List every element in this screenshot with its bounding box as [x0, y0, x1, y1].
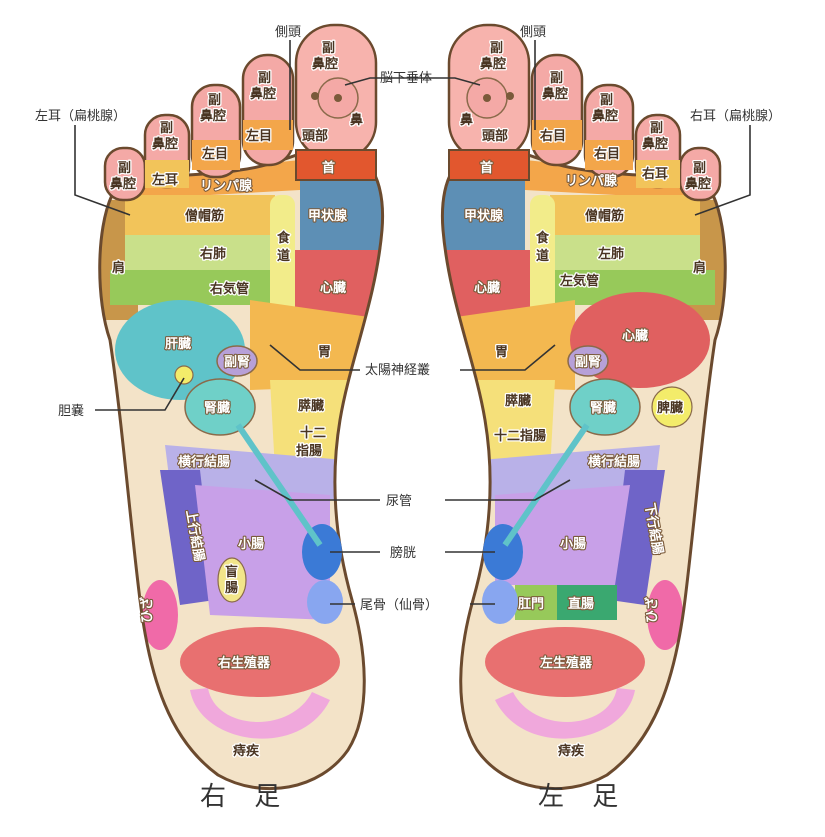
label-bikuu-r3: 鼻腔: [200, 108, 226, 124]
label-bikotsu: 尾骨（仙骨）: [360, 598, 438, 613]
label-hiza-l: ひざ: [644, 597, 660, 623]
label-sokuto-l: 側頭: [520, 25, 546, 40]
label-kata-r: 肩: [112, 260, 125, 276]
label-migimimi: 右耳: [641, 166, 668, 182]
label-hidarimimi-tonsil: 左耳（扁桃腺）: [35, 109, 126, 124]
label-bikuu-l1: 鼻腔: [480, 56, 506, 72]
label-noukasuitai: 脳下垂体: [380, 71, 432, 86]
labels-right-foot: 側頭 副 鼻腔 脳下垂体 鼻 頭部 首 副 鼻腔 左目 副 鼻腔 左目 副 鼻腔…: [35, 25, 432, 760]
label-hana-r: 鼻: [350, 112, 363, 128]
label-juunishi1: 十二: [300, 425, 326, 441]
label-shokudou1-r: 食: [277, 230, 291, 246]
label-toubu-r: 頭部: [302, 128, 328, 144]
label-i-l: 胃: [495, 345, 508, 360]
label-koujousen-r: 甲状腺: [308, 208, 348, 224]
label-seishokuR: 右生殖器: [217, 655, 271, 671]
label-shokudou1-l: 食: [536, 230, 550, 246]
label-bikuu-r2: 鼻腔: [250, 86, 276, 102]
label-mouchou2: 腸: [225, 581, 238, 596]
label-kata-l: 肩: [693, 260, 706, 276]
label-mouchou1: 盲: [225, 564, 238, 580]
label-jinzou-l: 腎臓: [590, 400, 616, 416]
label-kikanL: 左気管: [560, 273, 599, 289]
label-lymph-r: リンパ腺: [200, 178, 253, 194]
label-koumon: 肛門: [518, 597, 544, 612]
label-hidarime: 左目: [246, 128, 272, 144]
label-tannou: 胆嚢: [58, 403, 84, 419]
label-migime-r: 左目: [202, 146, 228, 162]
label-hidarimimi: 左耳: [152, 172, 178, 188]
label-bikuu-r4: 鼻腔: [152, 136, 178, 152]
label-bikuu-r1: 鼻腔: [312, 56, 338, 72]
label-nyoukan: 尿管: [386, 494, 412, 509]
label-shouchou-r: 小腸: [238, 537, 264, 552]
label-lymph-l: リンパ腺: [565, 173, 618, 189]
foot-title-right: 右 足: [200, 782, 290, 812]
label-fuku-r4: 副: [160, 121, 173, 136]
label-jishitsu-r: 痔疾: [233, 743, 260, 759]
label-fuku-l1: 副: [490, 41, 503, 56]
left-toes: [447, 23, 722, 202]
label-toubu-l: 頭部: [482, 128, 508, 144]
label-hana-l: 鼻: [460, 112, 473, 128]
label-fukujin-l: 副腎: [575, 355, 601, 370]
label-kubi-l: 首: [480, 160, 493, 176]
label-fuku-l2: 副: [550, 71, 563, 86]
label-jinzou-r: 腎臓: [204, 400, 230, 416]
label-juunishi2: 指腸: [296, 443, 322, 459]
label-migime-l2: 右目: [593, 146, 620, 162]
label-i-r: 胃: [318, 345, 331, 360]
label-bikuu-l3: 鼻腔: [592, 108, 618, 124]
label-kanzou: 肝臓: [165, 336, 191, 352]
foot-title-left: 左 足: [538, 782, 628, 812]
label-bikuu-r5: 鼻腔: [110, 176, 136, 192]
label-bikuu-l5: 鼻腔: [685, 176, 711, 192]
label-jishitsu-l: 痔疾: [558, 743, 585, 759]
label-shokudou2-r: 道: [277, 248, 290, 264]
label-soubokin-r: 僧帽筋: [185, 208, 224, 224]
label-chokuchou: 直腸: [568, 596, 594, 612]
label-bikuu-l2: 鼻腔: [542, 86, 568, 102]
label-fukujin-r: 副腎: [224, 355, 250, 370]
right-foot: [98, 23, 385, 791]
label-fuku-l5: 副: [693, 161, 706, 176]
label-fuku-r1: 副: [322, 41, 335, 56]
label-taiyou: 太陽神経叢: [365, 363, 430, 378]
label-fuku-r5: 副: [118, 161, 131, 176]
label-seishokuL: 左生殖器: [540, 655, 593, 671]
label-fuku-l4: 副: [650, 121, 663, 136]
label-haiR: 右肺: [199, 246, 226, 262]
label-fuku-r2: 副: [258, 71, 271, 86]
right-toes: [103, 23, 378, 202]
label-migime-l1: 右目: [539, 128, 566, 144]
label-juunishichou: 十二指腸: [494, 428, 546, 444]
label-shinzou-l2: 心臓: [622, 328, 648, 344]
label-soubokin-l: 僧帽筋: [585, 208, 624, 224]
label-fuku-l3: 副: [600, 93, 613, 108]
label-sokuto-r: 側頭: [275, 25, 301, 40]
label-bikuu-l4: 鼻腔: [642, 136, 668, 152]
label-suizou-l: 膵臓: [505, 393, 531, 409]
label-oukou-l: 横行結腸: [588, 454, 640, 470]
label-shokudou2-l: 道: [536, 248, 549, 264]
label-oukou-r: 横行結腸: [178, 454, 230, 470]
label-shouchou-l: 小腸: [560, 537, 586, 552]
label-koujousen-l: 甲状腺: [464, 208, 504, 224]
labels-center: 太陽神経叢 尿管 膀胱 尾骨（仙骨）: [360, 363, 438, 613]
label-kubi-r: 首: [322, 160, 335, 176]
label-haiL: 左肺: [598, 246, 624, 262]
label-shinzou-r: 心臓: [320, 280, 346, 296]
label-suizou-r: 膵臓: [298, 398, 324, 414]
label-hizou: 脾臓: [657, 400, 683, 416]
label-fuku-r3: 副: [208, 93, 221, 108]
leader-lines: [74, 40, 751, 605]
label-boukou: 膀胱: [390, 545, 416, 561]
label-migimimi-tonsil: 右耳（扁桃腺）: [690, 109, 781, 124]
left-foot: [440, 23, 727, 791]
label-shinzou-l1: 心臓: [474, 280, 500, 296]
label-kikanR: 右気管: [209, 281, 249, 297]
label-hiza-r: ひざ: [139, 597, 155, 623]
